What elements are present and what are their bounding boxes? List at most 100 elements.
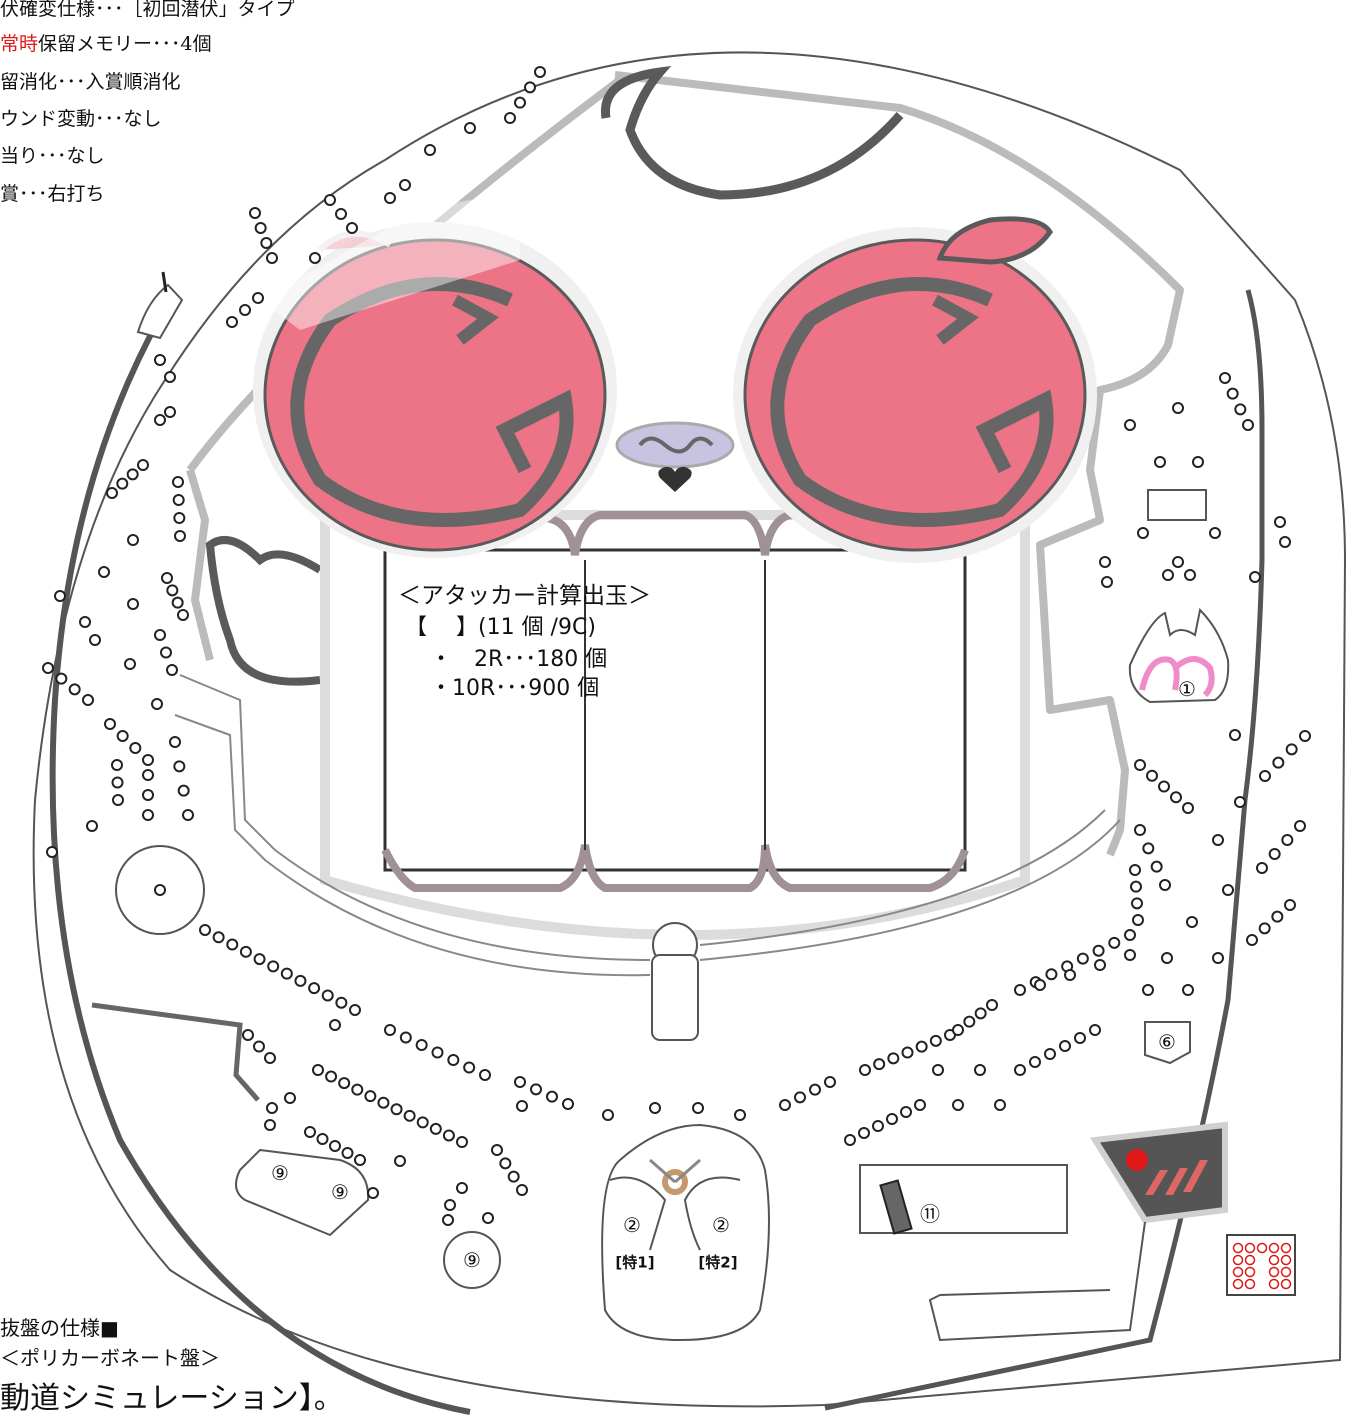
nail-pin	[127, 598, 139, 610]
nail-pin	[824, 1076, 836, 1088]
nail-pin	[79, 616, 91, 628]
nail-pin	[239, 304, 251, 316]
nail-pin	[351, 1083, 364, 1096]
nail-pin	[252, 292, 264, 304]
nail-pin	[507, 1170, 520, 1183]
nail-pin	[974, 1007, 987, 1020]
inner-rail	[614, 71, 1184, 857]
nail-pin	[169, 736, 181, 748]
rail-knob	[136, 283, 184, 340]
nail-pin	[199, 924, 211, 936]
nail-pin	[1137, 527, 1149, 539]
nail-pin	[1154, 456, 1166, 468]
nail-pin	[1158, 780, 1170, 793]
nail-pin	[1034, 979, 1046, 991]
apple-right	[733, 216, 1097, 563]
nail-pin	[900, 1106, 912, 1118]
nail-pin	[335, 208, 347, 220]
nail-pin	[1281, 834, 1294, 846]
nail-pin	[164, 371, 176, 383]
nail-pin	[562, 1098, 574, 1110]
nail-pin	[1184, 569, 1196, 581]
nail-pin	[1134, 824, 1146, 836]
nail-pin	[116, 477, 129, 490]
nail-pin	[126, 468, 139, 481]
spec-line-6: 賞･･･右打ち	[0, 183, 105, 205]
nail-pin	[1150, 860, 1163, 873]
nail-pin	[1146, 769, 1158, 782]
nail-pin	[212, 931, 225, 944]
board-spec-title: 抜盤の仕様■	[0, 1316, 119, 1340]
nail-pin	[1029, 1056, 1041, 1068]
nail-pin	[692, 1102, 704, 1114]
attacker-calc-title: ＜アタッカー計算出玉＞	[398, 583, 651, 609]
toku2-label: [特2]	[698, 1253, 738, 1272]
center-panel	[383, 548, 967, 872]
nail-pin	[915, 1040, 928, 1053]
nail-pin	[514, 96, 526, 109]
nail-pin	[1242, 419, 1254, 431]
nail-pin	[444, 1199, 456, 1211]
pocket-6	[1144, 1021, 1191, 1065]
nail-pin	[546, 1090, 558, 1103]
nine-label-b: ⑨	[331, 1180, 349, 1204]
heart-icon	[658, 466, 692, 492]
nail-pins	[42, 66, 1311, 1226]
spec-line-4: ウンド変動･･･なし	[0, 108, 162, 130]
nail-pin	[160, 646, 172, 659]
nail-pin	[338, 1077, 351, 1090]
nail-pin	[260, 237, 273, 249]
nail-pin	[98, 566, 110, 578]
nail-pin	[171, 596, 184, 609]
nail-pin	[308, 982, 321, 995]
toku1-label: [特1]	[615, 1253, 655, 1272]
nail-pin	[172, 476, 184, 488]
nail-pin	[1279, 536, 1291, 548]
nail-pin	[264, 1052, 276, 1064]
nail-pin	[952, 1099, 964, 1111]
device-panel	[928, 1121, 1228, 1342]
nail-pin	[1268, 848, 1281, 860]
nail-pin	[416, 1116, 429, 1129]
dot-matrix	[1226, 1234, 1296, 1296]
nail-pin	[1212, 834, 1224, 846]
nail-pin	[1192, 456, 1204, 468]
nail-pin	[1076, 952, 1089, 965]
nail-pin	[254, 222, 267, 234]
attacker-calc-line3: ・10R･･･900 個	[430, 676, 600, 701]
nail-pin	[1182, 802, 1194, 814]
guide-right-inner	[699, 809, 1106, 946]
nail-pin	[1182, 984, 1194, 996]
attacker-calc-line1: 【 】(11 個 /9C)	[405, 615, 596, 640]
nail-pin	[364, 1090, 377, 1103]
nail-pin	[901, 1046, 914, 1059]
nail-pin	[104, 718, 116, 730]
nail-pin	[1129, 864, 1141, 876]
pocket-1-cat	[1128, 607, 1230, 704]
nail-pin	[734, 1109, 746, 1121]
nail-pin	[106, 487, 118, 499]
nail-pin	[226, 938, 239, 951]
nail-pin	[55, 672, 68, 685]
nail-pin	[1142, 984, 1154, 996]
nail-pin	[479, 1069, 491, 1081]
nail-pin	[111, 776, 124, 789]
nail-pin	[249, 207, 261, 219]
nail-pin	[779, 1099, 791, 1111]
nail-pin	[239, 945, 252, 958]
nail-pin	[1271, 910, 1284, 923]
nail-pin	[504, 112, 516, 124]
nail-pin	[1131, 897, 1143, 910]
nail-pin	[1284, 899, 1296, 911]
nail-pin	[1234, 403, 1247, 416]
nail-pin	[442, 1214, 454, 1226]
nail-pin	[499, 1157, 512, 1170]
nail-pin	[86, 820, 98, 832]
nail-pin	[415, 1039, 428, 1051]
attacker-calc-line2: ・ 2R･･･180 個	[430, 647, 608, 672]
nail-pin	[177, 609, 189, 621]
nail-pin	[1108, 936, 1121, 949]
nail-pin	[929, 1034, 942, 1047]
spec-line-3: 留消化･･･入賞順消化	[0, 71, 181, 93]
nail-pin	[346, 222, 358, 234]
